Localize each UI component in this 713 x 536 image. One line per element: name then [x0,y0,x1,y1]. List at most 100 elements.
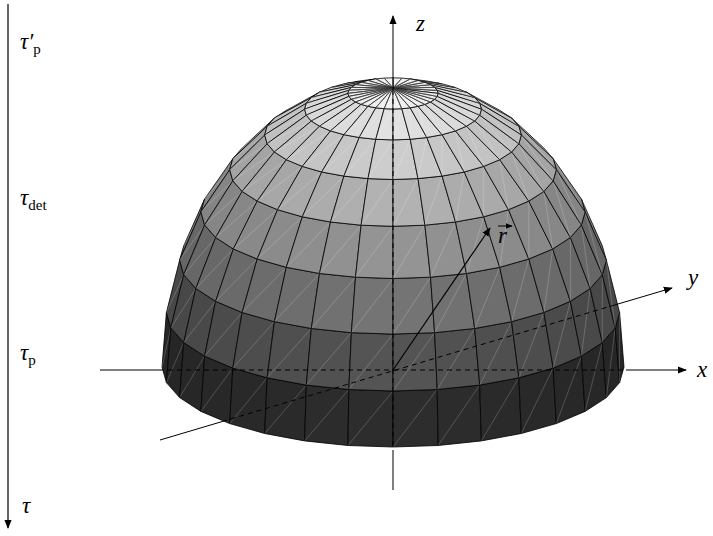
dome-diagonal [393,390,437,448]
dome-diagonal [467,217,484,274]
dome-diagonal [481,109,519,144]
dome-diagonal [230,378,267,424]
dome-diagonal [311,277,355,328]
dome-diagonal [431,222,456,277]
dome-face [393,78,410,88]
dome-diagonal [606,328,615,398]
dome-diagonal [233,322,275,368]
dome-diagonal [521,135,553,181]
dome-face [437,385,481,445]
dome-diagonal [265,385,307,433]
dome-face [267,322,311,385]
axis-label: z [416,12,425,35]
dome-diagonal [475,267,500,328]
dome-diagonal [438,385,480,445]
y-axis-head [614,288,672,305]
dome-face [393,88,438,96]
dome-diagonal [418,138,427,179]
dome-diagonal [376,109,393,139]
dome-face [480,378,522,441]
dome-diagonal [274,274,319,322]
axis-label: x [697,358,707,381]
dome-face [393,277,435,334]
dome-face [306,329,351,390]
time-axis [7,4,8,528]
dome-diagonal [180,356,205,397]
dome-face [393,390,438,448]
dome-diagonal [481,378,519,441]
time-label: τp [20,341,36,364]
dome-face [519,135,556,181]
dome-face [320,222,362,277]
dome-diagonal [585,212,602,275]
dome-diagonal [393,109,402,140]
dome-face [351,85,393,88]
dome-face [265,378,307,441]
dome-diagonal [306,333,351,385]
dome-face [435,329,480,390]
time-label: τdet [20,186,47,209]
z-axis-hidden [393,90,394,455]
dome-face [230,368,267,433]
dome-face [553,170,585,225]
dome-face [475,322,519,385]
dome-diagonal [361,180,393,226]
dome-diagonal [393,225,425,278]
z-axis [393,455,394,490]
dome-face [351,277,393,334]
dome-diagonal [521,368,553,433]
dome-face [393,333,437,391]
dome-diagonal [305,390,349,441]
time-axis-label: τ [22,494,30,517]
dome-diagonal [351,279,393,333]
dome-diagonal [456,172,465,222]
time-label: τ′p [20,30,41,53]
dome-diagonal [553,301,570,368]
dome-face [437,93,481,115]
dome-diagonal [619,313,620,383]
dome-diagonal [483,166,484,216]
dome-diagonal [581,289,590,357]
dome-face [376,109,393,140]
dome-diagonal [556,356,581,423]
dome-diagonal [384,88,393,109]
dome-diagonal [368,140,393,179]
dome-diagonal [349,334,393,389]
dome-diagonal [320,225,362,273]
dome-diagonal [437,329,475,390]
dome-face [581,212,606,275]
x-axis [100,370,168,371]
dome-diagonal [201,368,233,411]
dome-face [393,78,402,88]
dome-diagonal [393,88,437,96]
y-axis-hidden [222,305,614,421]
dome-face [376,88,393,109]
dome-diagonal [519,313,544,378]
dome-diagonal [480,322,512,385]
dome-face [305,385,349,445]
dome-diagonal [528,201,529,259]
dome-diagonal [410,108,411,140]
dome-diagonal [570,238,571,302]
dome-face [348,390,393,448]
dome-face [361,179,393,227]
dome-face [480,109,522,144]
dome-diagonal [393,78,402,88]
dome-diagonal [585,343,602,412]
dome-diagonal [348,391,393,446]
dome-face [602,260,619,328]
dome-face [384,88,393,109]
y-axis [160,422,222,440]
dome-face [519,368,556,433]
dome-diagonal [544,249,553,313]
dome-diagonal [438,93,480,115]
position-vector [393,228,490,370]
dome-diagonal [512,259,529,322]
dome-diagonal [393,277,431,334]
dome-face [356,225,394,278]
dome-face [393,88,437,99]
dome-diagonal [442,135,443,176]
vector-label: r [498,224,507,247]
